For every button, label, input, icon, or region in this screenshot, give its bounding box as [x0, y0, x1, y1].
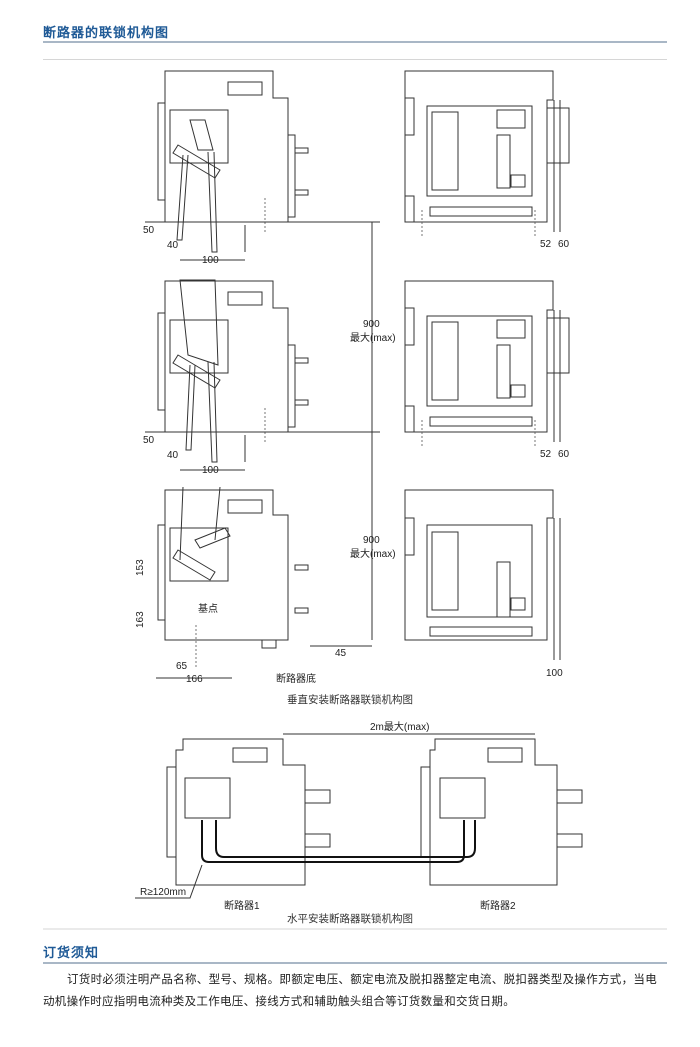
dim-60: 60	[558, 239, 570, 250]
vertical-view-2: 50 40 100 52 60	[143, 279, 570, 476]
dim-100: 100	[202, 465, 219, 476]
dim-45: 45	[335, 648, 347, 659]
dim-166: 166	[186, 674, 203, 685]
title-underline	[43, 962, 667, 964]
dim-50: 50	[143, 225, 155, 236]
dim-40: 40	[167, 240, 179, 251]
section-title-ordering: 订货须知	[43, 946, 100, 961]
max-label-a: 最大(max)	[350, 331, 396, 344]
ordering-notes: 订货时必须注明产品名称、型号、规格。即额定电压、额定电流及脱扣器整定电流、脱扣器…	[43, 972, 657, 1008]
breaker2-label: 断路器2	[480, 899, 516, 912]
horizontal-view: 2m最大(max) R≥120mm 断路器1 断路器2 水平安装断路器联锁机构图	[135, 720, 583, 925]
dim-163: 163	[135, 611, 146, 628]
dim-50: 50	[143, 435, 155, 446]
distance-label: 2m最大(max)	[370, 720, 429, 733]
section-title-interlock: 断路器的联锁机构图	[43, 26, 170, 41]
vertical-caption: 垂直安装断路器联锁机构图	[287, 693, 413, 706]
radius-label: R≥120mm	[140, 887, 186, 898]
max-label-b: 最大(max)	[350, 547, 396, 560]
dim-153: 153	[135, 559, 146, 576]
dim-65: 65	[176, 661, 188, 672]
dim-60: 60	[558, 449, 570, 460]
horizontal-caption: 水平安装断路器联锁机构图	[287, 912, 413, 925]
breaker-bottom-label: 断路器底	[276, 672, 316, 685]
title-underline	[43, 41, 667, 43]
vertical-view-1: 50 40 100 52 60	[143, 70, 570, 640]
breaker1-label: 断路器1	[224, 899, 260, 912]
dim-40: 40	[167, 450, 179, 461]
dim-900-b: 900	[363, 535, 380, 546]
dim-52: 52	[540, 239, 552, 250]
dim-900-a: 900	[363, 319, 380, 330]
dim-52: 52	[540, 449, 552, 460]
figure-top-border	[43, 59, 667, 60]
dim-100b: 100	[546, 668, 563, 679]
interlock-drawing: 50 40 100 52 60 50 40 100 52 60 900 最大(m…	[43, 70, 667, 930]
vertical-view-3: 153 163 基点 65 166 45 断路器底 100	[135, 486, 563, 685]
dim-100: 100	[202, 255, 219, 266]
datum-label: 基点	[198, 602, 218, 615]
